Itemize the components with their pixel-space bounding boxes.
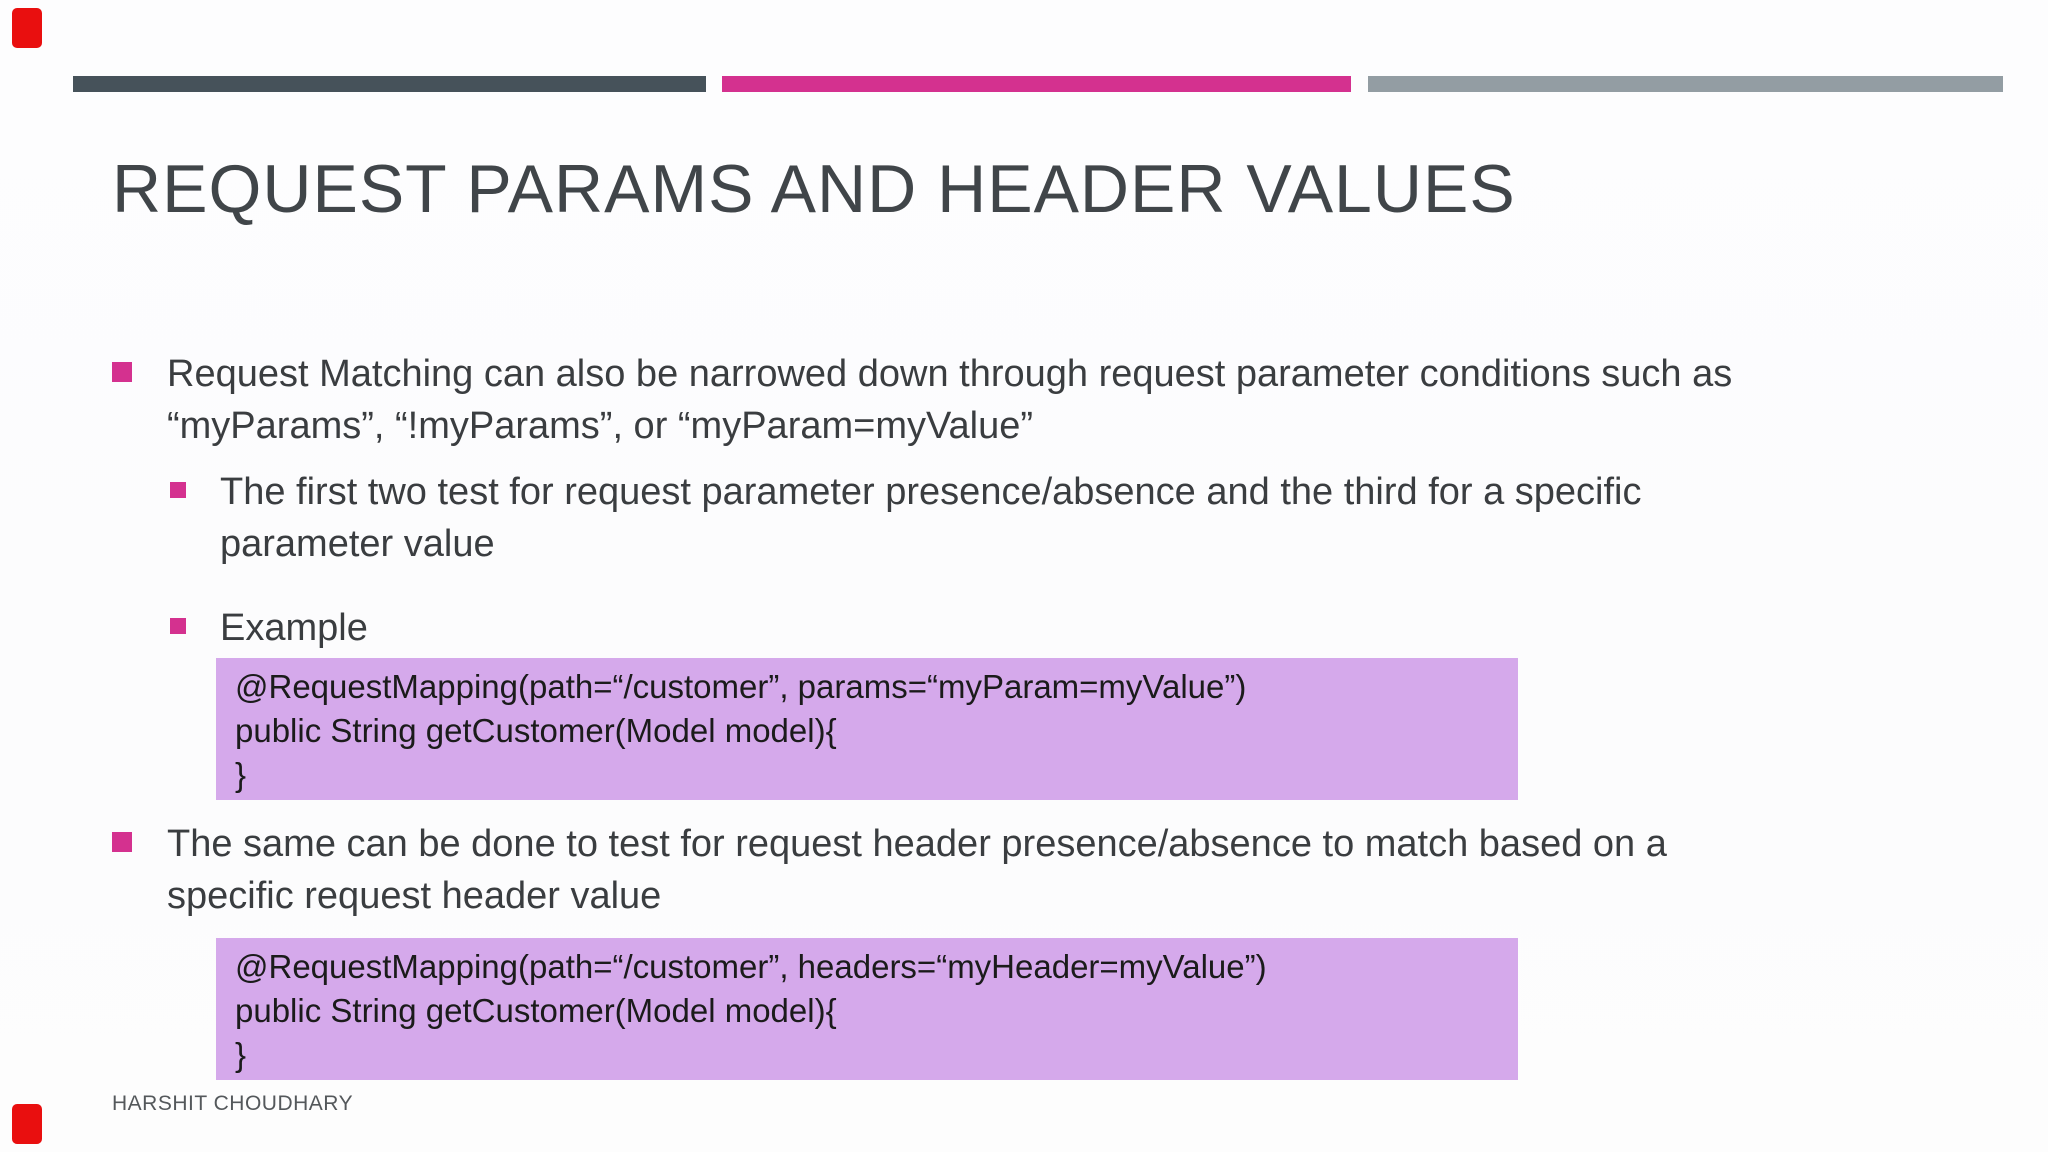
accent-bar-slate <box>73 76 706 92</box>
bullet-same-for-headers: The same can be done to test for request… <box>167 818 1667 922</box>
code-line: } <box>235 1036 247 1073</box>
code-line: @RequestMapping(path=“/customer”, params… <box>235 668 1247 705</box>
bullet-line: parameter value <box>220 523 495 565</box>
bullet-line: “myParams”, “!myParams”, or “myParam=myV… <box>167 405 1034 447</box>
code-line: @RequestMapping(path=“/customer”, header… <box>235 948 1267 985</box>
bullet-line: Example <box>220 607 368 649</box>
sub-bullet-square-icon <box>170 618 186 634</box>
sub-bullet-first-two-test: The first two test for request parameter… <box>220 466 1642 570</box>
code-line: public String getCustomer(Model model){ <box>235 992 837 1029</box>
red-corner-mark-bottom <box>12 1104 42 1144</box>
sub-bullet-square-icon <box>170 482 186 498</box>
bullet-line: Request Matching can also be narrowed do… <box>167 353 1733 395</box>
bullet-square-icon <box>112 832 132 852</box>
bullet-line: The same can be done to test for request… <box>167 823 1667 865</box>
bullet-square-icon <box>112 362 132 382</box>
code-line: public String getCustomer(Model model){ <box>235 712 837 749</box>
accent-bar-magenta <box>722 76 1351 92</box>
bullet-request-matching: Request Matching can also be narrowed do… <box>167 348 1732 452</box>
code-block-headers-example: @RequestMapping(path=“/customer”, header… <box>216 938 1518 1080</box>
bullet-line: The first two test for request parameter… <box>220 471 1642 513</box>
author-footer: HARSHIT CHOUDHARY <box>112 1092 354 1115</box>
slide-title: REQUEST PARAMS AND HEADER VALUES <box>112 151 1516 227</box>
sub-bullet-example: Example <box>220 602 368 654</box>
red-corner-mark-top <box>12 8 42 48</box>
accent-bar-gray <box>1368 76 2003 92</box>
code-line: } <box>235 756 247 793</box>
bullet-line: specific request header value <box>167 875 662 917</box>
code-block-params-example: @RequestMapping(path=“/customer”, params… <box>216 658 1518 800</box>
